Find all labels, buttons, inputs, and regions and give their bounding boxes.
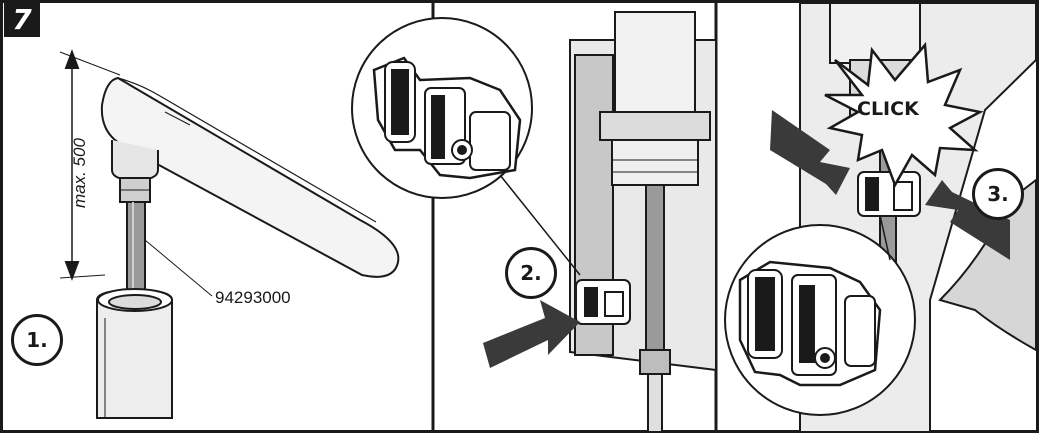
panel3-drawing <box>724 2 1037 433</box>
step-number-badge: 7 <box>4 3 40 37</box>
click-label: CLICK <box>857 98 919 120</box>
dimension-label: max. 500 <box>70 138 89 208</box>
panel2-drawing <box>351 11 717 433</box>
part-number-label: 94293000 <box>215 288 291 307</box>
step-3-label: 3. <box>972 168 1024 220</box>
step-2-label: 2. <box>505 247 557 299</box>
step-1-label: 1. <box>11 314 63 366</box>
faucet-drawing <box>59 49 400 419</box>
